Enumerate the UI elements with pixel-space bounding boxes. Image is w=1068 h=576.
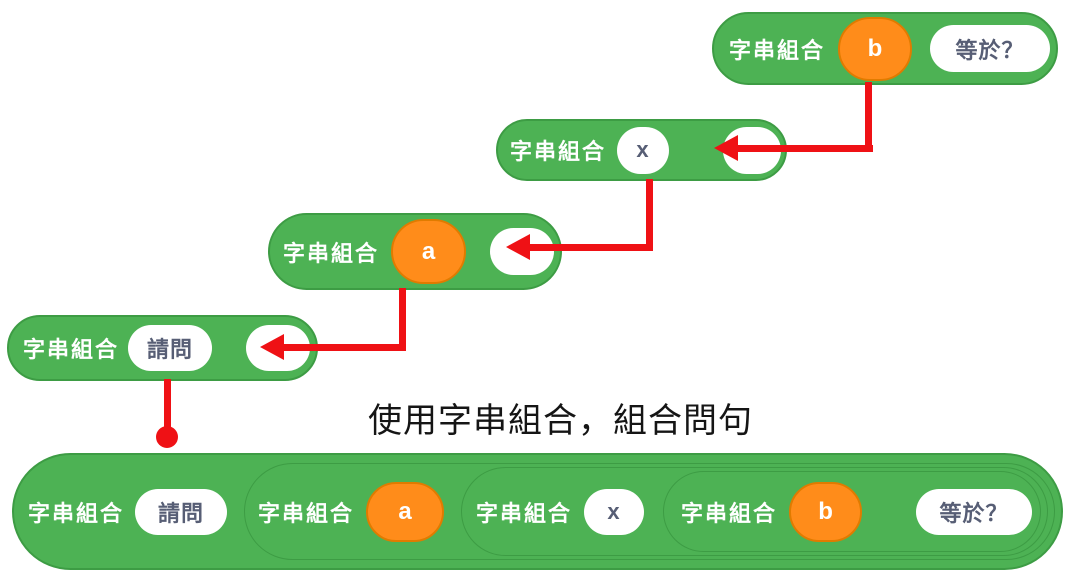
join-block-label: 字串組合 [258, 500, 355, 526]
nested-join-block-a[interactable]: 字串組合 a 字串組合 x 字串組合 b 等於？ [244, 463, 1055, 560]
nested-join-block-b[interactable]: 字串組合 b 等於？ [663, 471, 1041, 552]
text-input-x[interactable]: x [617, 126, 670, 174]
variable-oval-a[interactable]: a [366, 481, 445, 542]
arrow-left-icon [714, 135, 738, 161]
join-block-label: 字串組合 [681, 500, 778, 526]
connector-line-ask [164, 379, 171, 429]
join-block-label: 字串組合 [729, 37, 826, 63]
connector-line-b [865, 82, 872, 152]
connector-line-x [646, 179, 653, 251]
join-block-ask[interactable]: 字串組合 請問 [7, 315, 318, 381]
caption-text: 使用字串組合，組合問句 [368, 402, 753, 440]
nested-join-block-x[interactable]: 字串組合 x 字串組合 b 等於？ [461, 467, 1048, 556]
join-block-label: 字串組合 [283, 240, 380, 266]
text-input-ask[interactable]: 請問 [128, 325, 213, 371]
connector-line-a [399, 288, 406, 351]
arrow-left-icon [260, 334, 284, 360]
combined-join-block[interactable]: 字串組合 請問 字串組合 a 字串組合 x 字串組合 b 等於？ [12, 453, 1063, 570]
connector-line-a [282, 344, 406, 351]
text-input-ask[interactable]: 請問 [135, 488, 228, 535]
connector-line-x [528, 244, 653, 251]
join-block-label: 字串組合 [476, 500, 573, 526]
variable-oval-b[interactable]: b [789, 481, 863, 542]
variable-oval-a[interactable]: a [391, 219, 467, 284]
connector-line-b [736, 145, 873, 152]
variable-oval-b[interactable]: b [838, 16, 913, 81]
text-input-equals[interactable]: 等於？ [930, 25, 1050, 72]
connector-dot-icon [156, 426, 178, 448]
join-block-label: 字串組合 [23, 337, 120, 362]
join-block-label: 字串組合 [510, 139, 607, 164]
join-block-b[interactable]: 字串組合 b 等於？ [712, 12, 1058, 85]
join-block-label: 字串組合 [28, 500, 125, 526]
arrow-left-icon [506, 234, 530, 260]
text-input-equals[interactable]: 等於？ [916, 488, 1032, 535]
text-input-x[interactable]: x [584, 488, 645, 535]
